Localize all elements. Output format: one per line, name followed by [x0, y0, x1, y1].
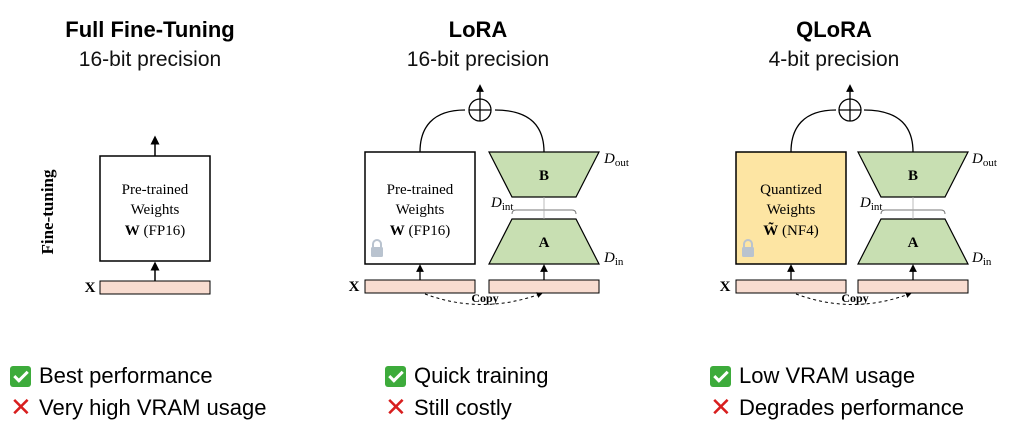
lora-block-a-label: A — [539, 235, 550, 251]
lora-pro-line: Quick training — [385, 360, 549, 392]
lora-block-b-label: B — [539, 168, 549, 184]
lora-din-label: Din — [603, 250, 624, 268]
qlora-pro-text: Low VRAM usage — [739, 363, 916, 388]
cross-icon: ✕ — [10, 392, 32, 423]
qlora-dint-label: Dint — [859, 195, 882, 213]
qlora-subtitle: 4-bit precision — [768, 48, 900, 71]
cross-icon: ✕ — [385, 392, 407, 423]
qlora-dout-label: Dout — [971, 151, 997, 169]
lora-input-bar-left — [364, 279, 476, 294]
lora-weights-line2: Weights — [396, 202, 445, 218]
lora-copy-arc — [424, 292, 543, 305]
qlora-block-b-label: B — [908, 168, 918, 184]
full-con-text: Very high VRAM usage — [39, 395, 267, 420]
qlora-input-label: X — [720, 279, 731, 295]
qlora-proscons: Low VRAM usage ✕ Degrades performance — [710, 360, 964, 424]
lora-weights-line3: W (FP16) — [390, 223, 450, 239]
cross-icon: ✕ — [710, 392, 732, 423]
qlora-pro-line: Low VRAM usage — [710, 360, 964, 392]
lora-weights-box — [364, 151, 476, 265]
full-weights-box — [99, 155, 211, 262]
finetuning-side-label: Fine-tuning — [38, 169, 57, 255]
qlora-copy-arc — [795, 292, 912, 305]
qlora-weights-line2: Weights — [767, 202, 816, 218]
lora-dint-label: Dint — [490, 195, 513, 213]
lora-block-b — [488, 151, 600, 198]
check-icon — [710, 365, 731, 387]
qlora-con-text: Degrades performance — [739, 395, 965, 420]
lora-title: LoRA — [448, 17, 508, 42]
qlora-merge-path — [790, 109, 837, 153]
full-input-label: X — [85, 280, 96, 296]
lora-subtitle: 16-bit precision — [406, 48, 550, 71]
qlora-copy-label: Copy — [841, 291, 868, 305]
full-pro-line: Best performance — [10, 360, 266, 392]
lora-copy-label: Copy — [471, 291, 498, 305]
qlora-con-line: ✕ Degrades performance — [710, 392, 964, 424]
lora-dout-label: Dout — [603, 151, 629, 169]
full-finetuning-title: Full Fine-Tuning — [65, 17, 235, 42]
qlora-weights-symbol: W̃ — [763, 222, 778, 239]
lora-block-a — [488, 218, 600, 265]
qlora-block-a — [857, 218, 969, 265]
lora-input-bar-right — [488, 279, 600, 294]
check-icon — [10, 365, 31, 387]
full-input-bar — [99, 280, 211, 295]
lora-con-line: ✕ Still costly — [385, 392, 549, 424]
lora-weights-precision: (FP16) — [405, 223, 450, 239]
lora-input-label: X — [349, 279, 360, 295]
full-weights-line1: Pre-trained — [122, 182, 189, 198]
lock-icon — [742, 239, 754, 257]
qlora-input-bar-left — [735, 279, 847, 294]
qlora-weights-line1: Quantized — [760, 182, 822, 198]
full-weights-line2: Weights — [131, 202, 180, 218]
lora-adapter-path — [494, 109, 545, 153]
full-finetuning-proscons: Best performance ✕ Very high VRAM usage — [10, 360, 266, 424]
qlora-din-label: Din — [971, 250, 992, 268]
qlora-weights-precision: (NF4) — [778, 223, 818, 239]
lora-weights-symbol: W — [390, 223, 405, 239]
full-weights-line3: W (FP16) — [125, 223, 185, 239]
check-icon — [385, 365, 406, 387]
full-con-line: ✕ Very high VRAM usage — [10, 392, 266, 424]
lock-icon — [371, 239, 383, 257]
lora-pro-text: Quick training — [414, 363, 549, 388]
qlora-block-a-label: A — [908, 235, 919, 251]
full-weights-precision: (FP16) — [140, 223, 185, 239]
lora-con-text: Still costly — [414, 395, 512, 420]
qlora-block-b — [857, 151, 969, 198]
qlora-adapter-path — [863, 109, 914, 153]
lora-weights-line1: Pre-trained — [387, 182, 454, 198]
qlora-input-bar-right — [857, 279, 969, 294]
lora-proscons: Quick training ✕ Still costly — [385, 360, 549, 424]
qlora-weights-line3: W̃ (NF4) — [763, 222, 818, 239]
lora-merge-path — [419, 109, 466, 153]
qlora-title: QLoRA — [796, 17, 872, 42]
full-pro-text: Best performance — [39, 363, 213, 388]
full-weights-symbol: W — [125, 223, 140, 239]
full-finetuning-subtitle: 16-bit precision — [78, 48, 222, 71]
